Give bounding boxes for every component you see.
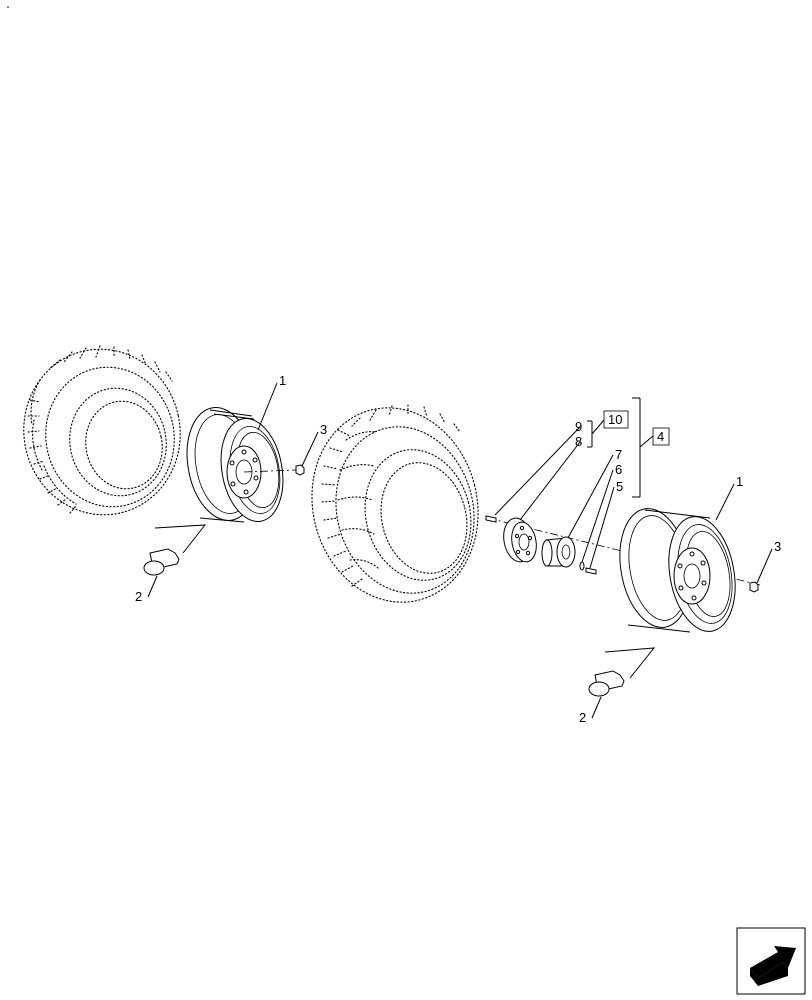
center-tire	[311, 404, 479, 603]
right-wheel-nut	[749, 581, 759, 593]
callout-spacer: 7	[615, 447, 622, 462]
callout-right-nut: 3	[774, 539, 781, 554]
callout-box-hub-group	[603, 410, 629, 429]
left-rim	[186, 407, 297, 523]
callout-washer: 6	[615, 462, 622, 477]
navigation-arrow-icon[interactable]	[736, 927, 806, 995]
left-tire	[23, 345, 181, 516]
callout-left-rim: 1	[279, 373, 286, 388]
callout-box-assembly	[652, 427, 670, 446]
hub-assembly	[485, 515, 761, 586]
callout-hub-screw: 9	[575, 419, 582, 434]
corner-dot	[7, 6, 9, 8]
left-wheel-nut	[295, 464, 305, 476]
callout-assembly: 4	[657, 429, 664, 444]
right-rim	[619, 508, 736, 633]
callout-bolt: 5	[616, 479, 623, 494]
callout-left-nut: 3	[320, 422, 327, 437]
left-valve-stem	[143, 524, 207, 576]
callout-left-valve: 2	[135, 589, 142, 604]
callout-right-rim: 1	[736, 474, 743, 489]
leader-lines	[147, 382, 773, 719]
callout-hub: 8	[575, 434, 582, 449]
callout-hub-group: 10	[608, 412, 622, 427]
right-valve-stem	[588, 647, 656, 697]
callout-right-valve: 2	[579, 710, 586, 725]
